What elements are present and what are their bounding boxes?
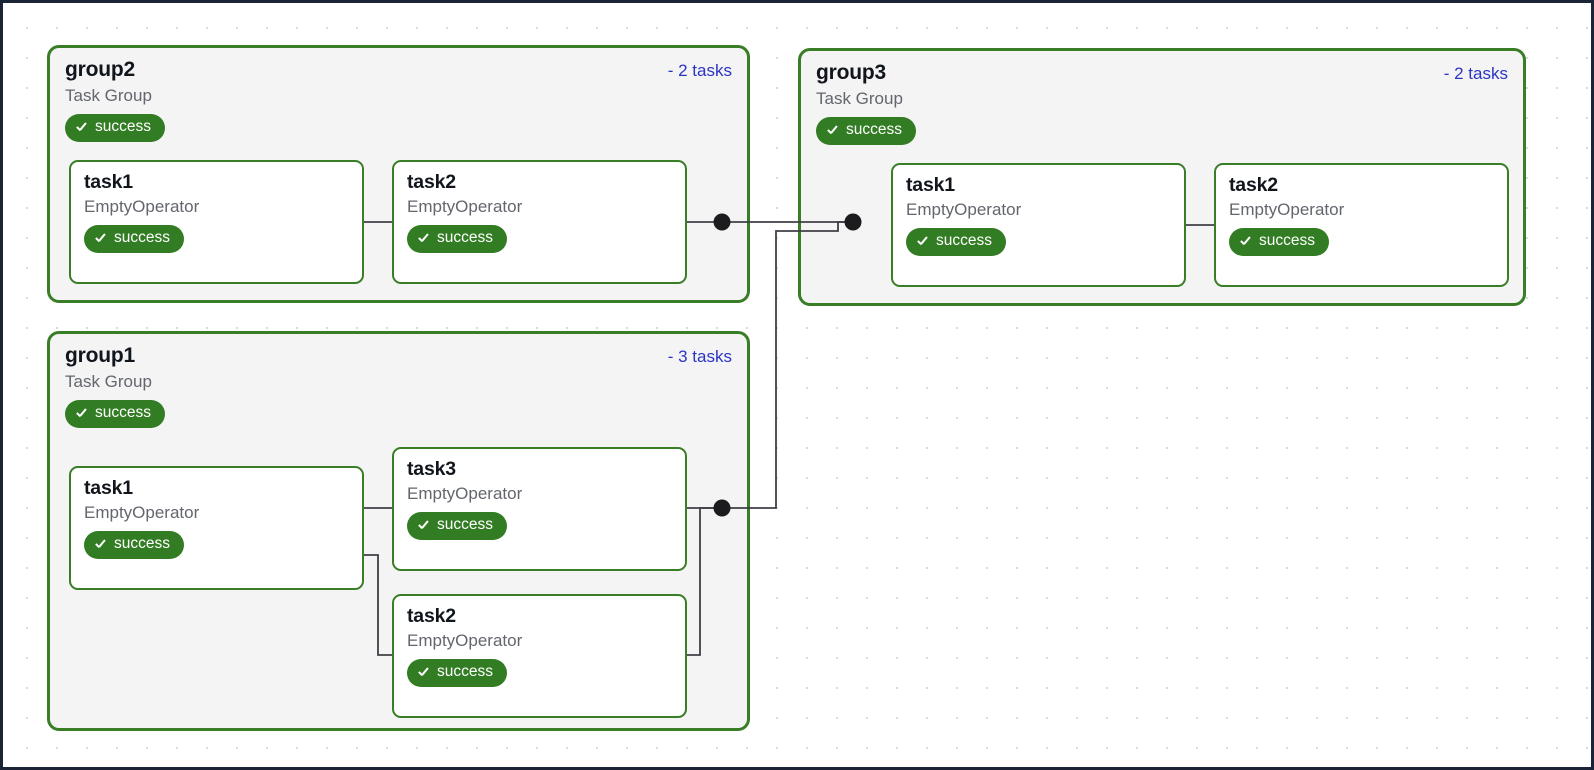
group3-task2-title: task2 xyxy=(1229,174,1278,196)
group3-status-badge: success xyxy=(816,117,916,145)
check-icon xyxy=(418,519,431,532)
group1-task2-status-label: success xyxy=(437,663,493,681)
group1-status-badge: success xyxy=(65,400,165,428)
check-icon xyxy=(76,121,89,134)
task-node-group1-task1[interactable]: task1 EmptyOperator success xyxy=(69,466,364,590)
group1-task3-status-label: success xyxy=(437,516,493,534)
group2-task2-operator: EmptyOperator xyxy=(407,197,523,217)
check-icon xyxy=(1240,235,1253,248)
group3-task1-status-badge: success xyxy=(906,228,1006,256)
task-node-group1-task3[interactable]: task3 EmptyOperator success xyxy=(392,447,687,571)
group3-status-label: success xyxy=(846,121,902,139)
group1-status-label: success xyxy=(95,404,151,422)
group1-subtitle: Task Group xyxy=(65,371,152,391)
check-icon xyxy=(418,666,431,679)
group1-task1-title: task1 xyxy=(84,477,133,499)
group1-task1-status-badge: success xyxy=(84,531,184,559)
task-node-group2-task2[interactable]: task2 EmptyOperator success xyxy=(392,160,687,284)
group1-task1-status-label: success xyxy=(114,535,170,553)
group2-task1-operator: EmptyOperator xyxy=(84,197,200,217)
group2-task1-title: task1 xyxy=(84,171,133,193)
group2-task1-status-badge: success xyxy=(84,225,184,253)
group3-task2-status-label: success xyxy=(1259,232,1315,250)
group1-task2-status-badge: success xyxy=(407,659,507,687)
check-icon xyxy=(95,232,108,245)
group2-status-badge: success xyxy=(65,114,165,142)
group1-task-count[interactable]: - 3 tasks xyxy=(667,347,732,366)
group3-task1-operator: EmptyOperator xyxy=(906,200,1022,220)
group2-task2-status-badge: success xyxy=(407,225,507,253)
group3-title: group3 xyxy=(816,61,886,84)
group2-task-count[interactable]: - 2 tasks xyxy=(667,61,732,80)
group2-status-label: success xyxy=(95,118,151,136)
group1-header: group1 - 3 tasks Task Group success xyxy=(65,344,732,428)
group1-task3-operator: EmptyOperator xyxy=(407,484,523,504)
group2-title: group2 xyxy=(65,58,135,81)
check-icon xyxy=(76,407,89,420)
check-icon xyxy=(418,232,431,245)
check-icon xyxy=(917,235,930,248)
check-icon xyxy=(827,124,840,137)
group3-task1-status-label: success xyxy=(936,232,992,250)
group1-task2-title: task2 xyxy=(407,605,456,627)
check-icon xyxy=(95,538,108,551)
group1-title: group1 xyxy=(65,344,135,367)
group1-task3-status-badge: success xyxy=(407,512,507,540)
group1-task3-title: task3 xyxy=(407,458,456,480)
group3-task-count[interactable]: - 2 tasks xyxy=(1443,64,1508,83)
group3-task2-status-badge: success xyxy=(1229,228,1329,256)
group3-subtitle: Task Group xyxy=(816,88,903,108)
group2-header: group2 - 2 tasks Task Group success xyxy=(65,58,732,142)
group2-subtitle: Task Group xyxy=(65,85,152,105)
group3-header: group3 - 2 tasks Task Group success xyxy=(816,61,1508,145)
task-node-group3-task1[interactable]: task1 EmptyOperator success xyxy=(891,163,1186,287)
group3-task2-operator: EmptyOperator xyxy=(1229,200,1345,220)
task-node-group3-task2[interactable]: task2 EmptyOperator success xyxy=(1214,163,1509,287)
group3-task1-title: task1 xyxy=(906,174,955,196)
group1-task2-operator: EmptyOperator xyxy=(407,631,523,651)
group2-task1-status-label: success xyxy=(114,229,170,247)
group2-task2-title: task2 xyxy=(407,171,456,193)
task-node-group2-task1[interactable]: task1 EmptyOperator success xyxy=(69,160,364,284)
group1-task1-operator: EmptyOperator xyxy=(84,503,200,523)
task-node-group1-task2[interactable]: task2 EmptyOperator success xyxy=(392,594,687,718)
group2-task2-status-label: success xyxy=(437,229,493,247)
